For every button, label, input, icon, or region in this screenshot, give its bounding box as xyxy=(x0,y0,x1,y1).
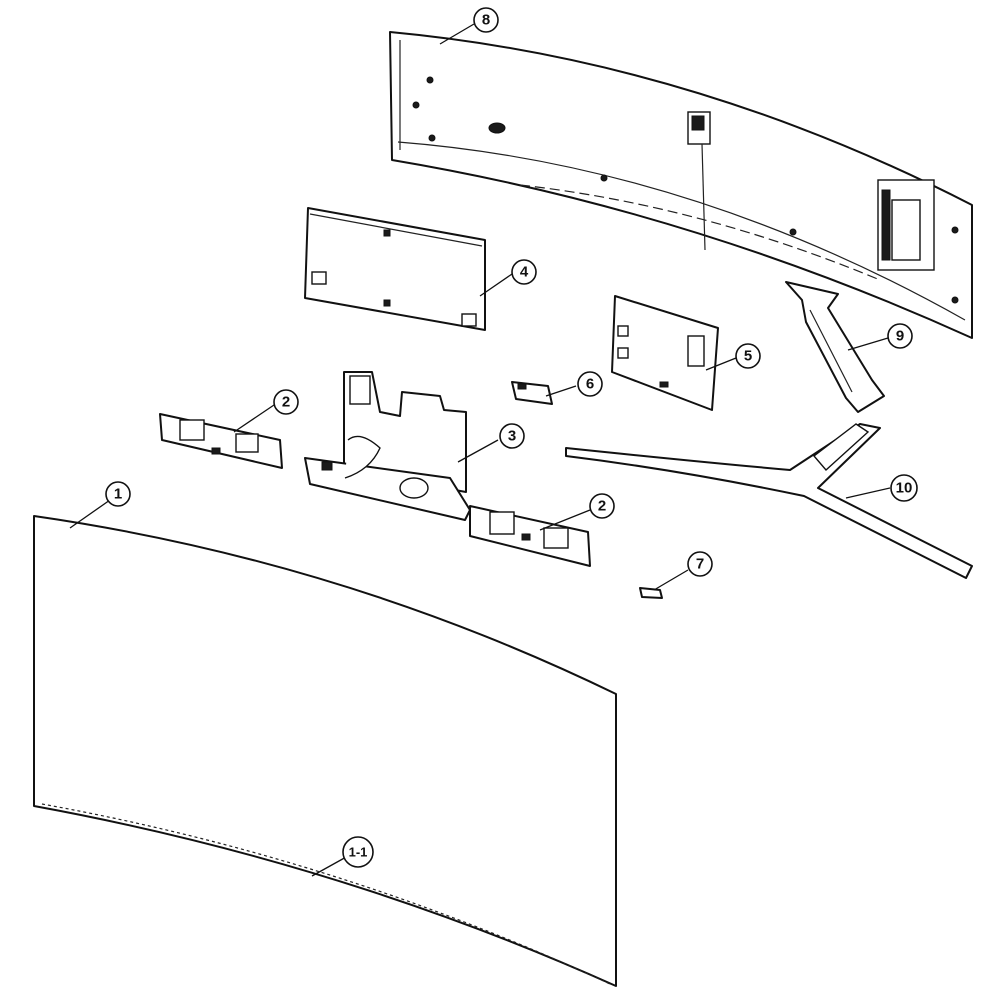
callout-8: 8 xyxy=(473,7,499,33)
callout-2-lower: 2 xyxy=(589,493,615,519)
small-clip-part xyxy=(639,587,663,599)
callout-1-1: 1-1 xyxy=(342,836,374,868)
sub-board-part xyxy=(611,295,719,411)
svg-text:2: 2 xyxy=(598,498,606,515)
callout-7: 7 xyxy=(687,551,713,577)
svg-text:10: 10 xyxy=(896,480,913,497)
stand-base-part xyxy=(565,423,973,579)
svg-text:7: 7 xyxy=(696,556,704,573)
leader-lines xyxy=(69,23,891,877)
callout-5: 5 xyxy=(735,343,761,369)
svg-text:6: 6 xyxy=(586,376,594,393)
mount-bracket-part xyxy=(304,371,471,521)
svg-text:5: 5 xyxy=(744,348,752,365)
svg-text:3: 3 xyxy=(508,428,516,445)
main-board-part xyxy=(304,207,486,331)
speaker-right-part xyxy=(469,505,591,567)
callout-4: 4 xyxy=(511,259,537,285)
svg-text:8: 8 xyxy=(482,12,490,29)
stand-neck-part xyxy=(785,281,885,413)
callout-10: 10 xyxy=(890,474,918,502)
rear-cover-part xyxy=(389,31,973,339)
svg-text:2: 2 xyxy=(282,394,290,411)
callout-1: 1 xyxy=(105,481,131,507)
display-panel-part xyxy=(33,515,617,987)
svg-text:4: 4 xyxy=(520,264,529,281)
small-bracket-part xyxy=(511,381,553,405)
callout-9: 9 xyxy=(887,323,913,349)
svg-text:1: 1 xyxy=(114,486,122,503)
callout-3: 3 xyxy=(499,423,525,449)
callout-6: 6 xyxy=(577,371,603,397)
callout-2-upper: 2 xyxy=(273,389,299,415)
speaker-left-part xyxy=(159,413,283,469)
svg-text:1-1: 1-1 xyxy=(349,845,368,860)
svg-text:9: 9 xyxy=(896,328,904,345)
